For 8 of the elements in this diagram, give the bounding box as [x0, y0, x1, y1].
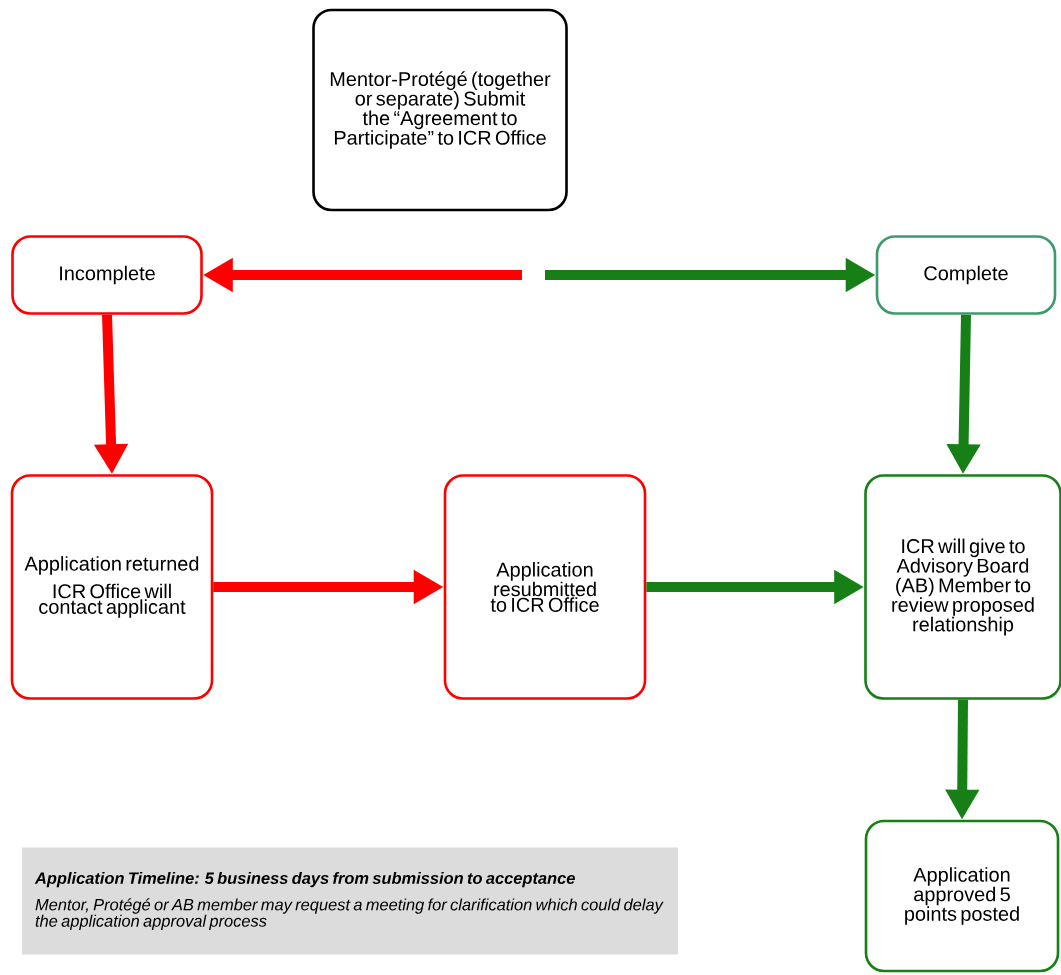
process-box: Mentor-Protégé (together or separate) Submit the “Agreement to Participate” to ICR Office [312, 8, 568, 212]
process-box: Complete [875, 235, 1057, 315]
process-box: Application returned ICR Office will contact applicant [10, 474, 214, 700]
process-box: Application approved 5 points posted [864, 819, 1060, 973]
process-box: ICR will give to Advisory Board (AB) Member to review proposed relationship [864, 474, 1061, 700]
note-box: Application Timeline: 5 business days from submission to acceptance Mentor, Protégé or AB member may request a meeting for clarification which could delay the application approval process [22, 847, 678, 955]
process-box: Incomplete [11, 235, 203, 315]
process-box: Application resubmitted to ICR Office [443, 474, 647, 700]
